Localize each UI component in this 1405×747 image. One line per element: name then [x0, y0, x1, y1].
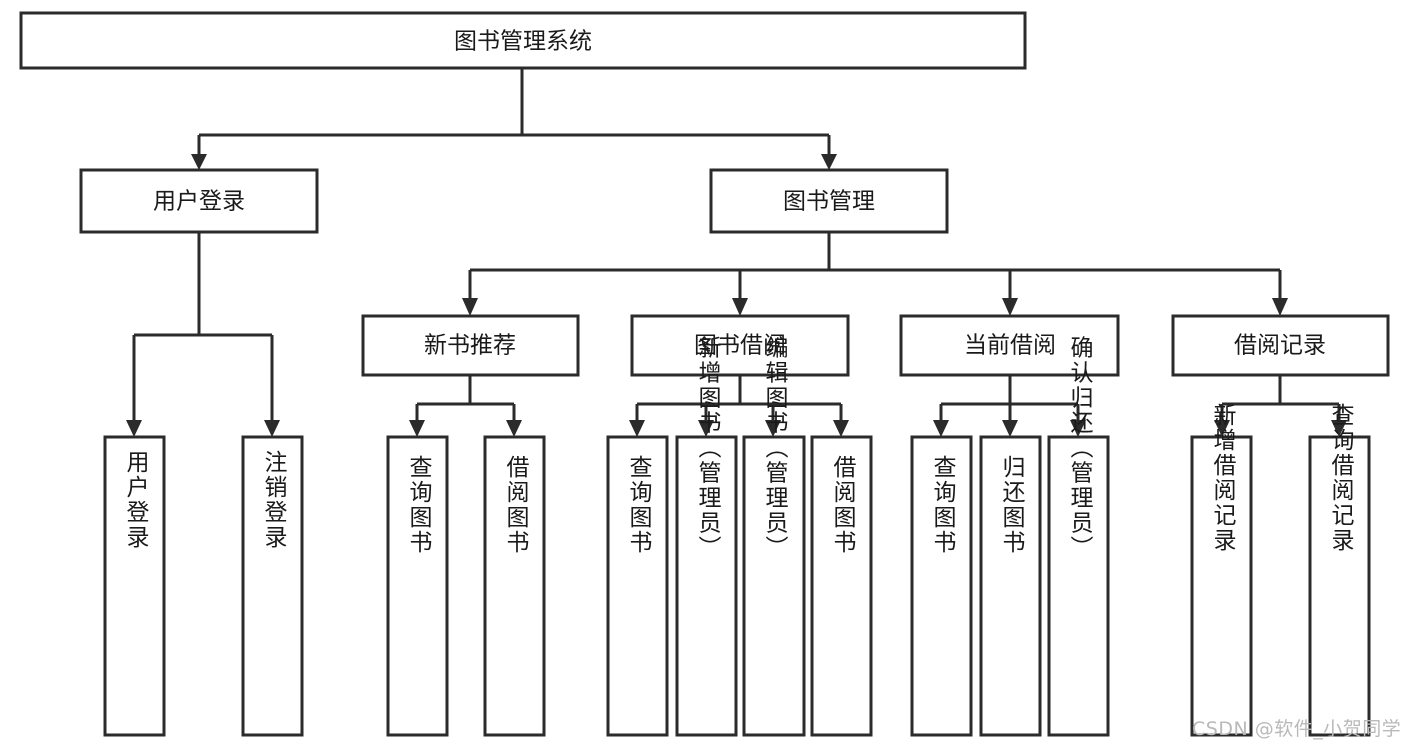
node-current-borrow[interactable]: 当前借阅 [899, 314, 1120, 377]
leaf-current-borrow-3[interactable]: 确认归还（管理员） [1047, 336, 1110, 737]
node-borrow-record-box[interactable] [1171, 314, 1390, 377]
node-new-book-recommend-box[interactable] [361, 314, 580, 377]
arrow-bookborrow-leaf2 [698, 420, 714, 437]
arrow-currentborrow-leaf2 [1002, 420, 1018, 437]
leaf-new-book-2-box[interactable] [483, 435, 546, 737]
leaf-current-borrow-2-box[interactable] [979, 435, 1042, 737]
arrow-to-user-login [191, 154, 207, 170]
leaf-borrow-record-2-label: 查询借阅记录 [1327, 403, 1355, 553]
node-book-management-label: 图书管理 [783, 189, 875, 215]
arrow-to-current-borrow [1002, 298, 1018, 316]
leaf-new-book-2[interactable]: 借阅图书 [483, 435, 546, 737]
node-borrow-record[interactable]: 借阅记录 [1171, 314, 1390, 377]
leaf-new-book-2-label: 借阅图书 [502, 455, 530, 555]
leaf-current-borrow-3-label: 确认归还（管理员） [1066, 336, 1094, 561]
node-borrow-record-label: 借阅记录 [1234, 333, 1326, 359]
leaf-new-book-1-label: 查询图书 [405, 455, 433, 555]
node-current-borrow-label: 当前借阅 [964, 333, 1056, 359]
leaf-current-borrow-3-box[interactable] [1047, 435, 1110, 737]
leaf-current-borrow-1-box[interactable] [910, 435, 973, 737]
leaf-borrow-record-1[interactable]: 新增借阅记录 [1190, 403, 1253, 737]
leaf-book-borrow-4-box[interactable] [810, 435, 873, 737]
leaf-borrow-record-1-label: 新增借阅记录 [1209, 403, 1237, 553]
leaf-user-login-2[interactable]: 注销登录 [241, 435, 304, 737]
leaf-user-login-2-label: 注销登录 [260, 450, 288, 550]
node-book-borrow-box[interactable] [630, 314, 850, 377]
leaf-current-borrow-1[interactable]: 查询图书 [910, 435, 973, 737]
arrow-borrowrecord-leaf1 [1214, 420, 1230, 437]
arrow-newbook-leaf1 [409, 420, 425, 437]
leaf-borrow-record-1-box[interactable] [1190, 435, 1253, 737]
leaf-borrow-record-2-box[interactable] [1308, 435, 1371, 737]
leaf-book-borrow-1[interactable]: 查询图书 [606, 435, 669, 737]
arrow-currentborrow-leaf1 [933, 420, 949, 437]
leaf-current-borrow-2-label: 归还图书 [998, 455, 1026, 555]
arrow-to-borrow-record [1272, 298, 1288, 316]
node-book-management-box[interactable] [709, 168, 949, 234]
arrow-bookborrow-leaf1 [629, 420, 645, 437]
connector-layer [126, 68, 1347, 437]
leaf-book-borrow-1-label: 查询图书 [625, 455, 653, 555]
arrow-to-new-book [462, 298, 478, 316]
leaf-new-book-1[interactable]: 查询图书 [386, 435, 449, 737]
node-new-book-recommend-label: 新书推荐 [424, 333, 516, 359]
node-root[interactable]: 图书管理系统 [19, 11, 1027, 70]
node-root-box[interactable] [19, 11, 1027, 70]
leaf-book-borrow-2[interactable]: 新增图书（管理员） [675, 336, 738, 737]
arrow-userlogin-leaf1 [126, 420, 142, 437]
leaf-current-borrow-1-label: 查询图书 [929, 455, 957, 555]
leaf-book-borrow-3-label: 编辑图书（管理员） [761, 336, 789, 561]
leaf-borrow-record-2[interactable]: 查询借阅记录 [1308, 403, 1371, 737]
node-book-management[interactable]: 图书管理 [709, 168, 949, 234]
leaf-user-login-2-box[interactable] [241, 435, 304, 737]
arrow-to-book-borrow [732, 298, 748, 316]
leaf-user-login-1-box[interactable] [103, 435, 166, 737]
leaf-book-borrow-2-box[interactable] [675, 435, 738, 737]
node-book-borrow[interactable]: 图书借阅 [630, 314, 850, 377]
arrow-bookborrow-leaf3 [765, 420, 781, 437]
node-book-borrow-label: 图书借阅 [694, 333, 786, 359]
leaf-book-borrow-3[interactable]: 编辑图书（管理员） [742, 336, 806, 737]
node-user-login-box[interactable] [79, 168, 319, 234]
leaf-book-borrow-2-label: 新增图书（管理员） [694, 336, 722, 561]
leaf-user-login-1[interactable]: 用户登录 [103, 435, 166, 737]
node-new-book-recommend[interactable]: 新书推荐 [361, 314, 580, 377]
arrow-currentborrow-leaf3 [1070, 420, 1086, 437]
arrow-userlogin-leaf2 [264, 420, 280, 437]
leaf-new-book-1-box[interactable] [386, 435, 449, 737]
node-root-label: 图书管理系统 [454, 29, 592, 55]
leaf-book-borrow-1-box[interactable] [606, 435, 669, 737]
leaf-current-borrow-2[interactable]: 归还图书 [979, 435, 1042, 737]
arrow-bookborrow-leaf4 [833, 420, 849, 437]
arrow-borrowrecord-leaf2 [1331, 420, 1347, 437]
arrow-to-book-mgmt [821, 154, 837, 170]
node-user-login-label: 用户登录 [153, 189, 245, 215]
leaf-book-borrow-4-label: 借阅图书 [829, 455, 857, 555]
leaf-user-login-1-label: 用户登录 [122, 450, 150, 550]
leaf-book-borrow-4[interactable]: 借阅图书 [810, 435, 873, 737]
arrow-newbook-leaf2 [506, 420, 522, 437]
leaf-book-borrow-3-box[interactable] [742, 435, 806, 737]
node-user-login[interactable]: 用户登录 [79, 168, 319, 234]
csdn-watermark: CSDN @软件_小贺同学 [1192, 718, 1402, 740]
node-current-borrow-box[interactable] [899, 314, 1120, 377]
